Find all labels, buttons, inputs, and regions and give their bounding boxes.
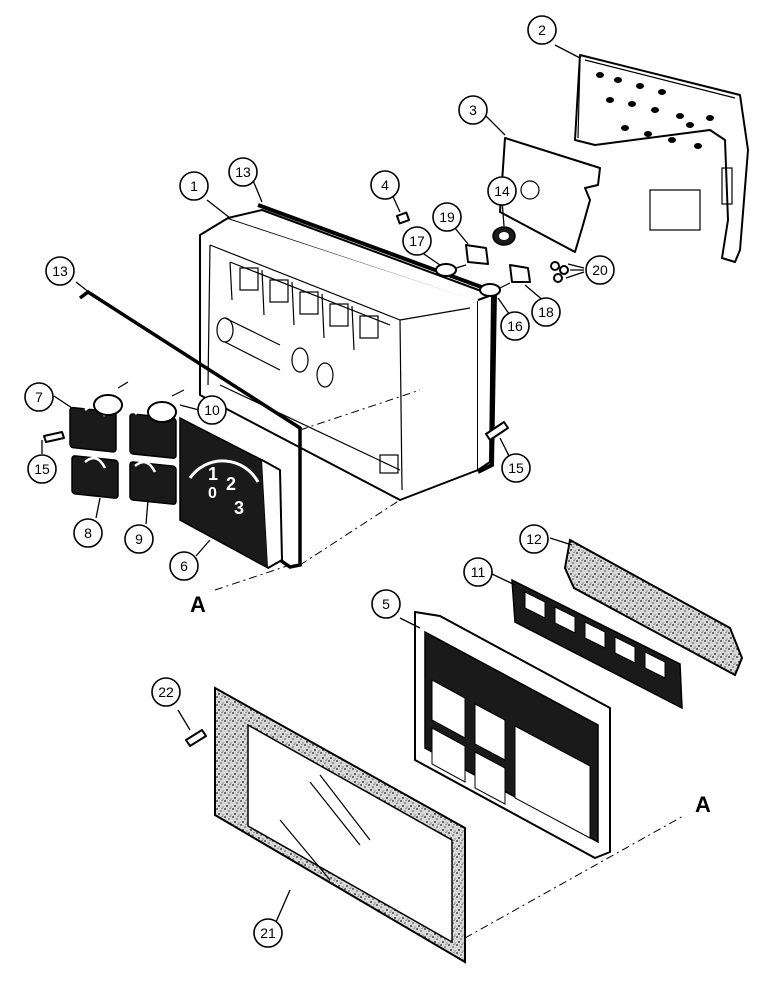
callout-15-left: 15: [27, 454, 57, 484]
callout-17-label: 17: [409, 233, 425, 249]
housing-gasket: [257, 203, 498, 474]
callout-15-right-label: 15: [508, 460, 524, 476]
glass-panel: [214, 686, 466, 964]
foam-pad: [563, 538, 744, 677]
callout-15-left-label: 15: [34, 461, 50, 477]
callout-18: 18: [531, 297, 561, 327]
bulb-and-socket-parts: [395, 211, 569, 297]
callout-10: 10: [197, 395, 227, 425]
callout-3-label: 3: [469, 102, 477, 118]
reference-line-right: [464, 814, 686, 939]
reference-line-left: [214, 564, 291, 591]
callout-5: 5: [371, 589, 401, 619]
callout-6: 6: [169, 551, 199, 581]
callout-22: 22: [151, 677, 181, 707]
callout-6-label: 6: [180, 558, 188, 574]
callout-14: 14: [487, 176, 517, 206]
alignment-lines: [299, 389, 421, 566]
callout-5-label: 5: [382, 596, 390, 612]
tach-dial-2: 2: [226, 474, 236, 494]
tach-dial-3: 3: [234, 498, 244, 518]
callout-8: 8: [73, 518, 103, 548]
lens-frame: [511, 578, 683, 710]
screws: [43, 421, 509, 747]
mounting-plate: [574, 54, 749, 263]
callout-9-label: 9: [135, 531, 143, 547]
tach-dial-0: 0: [208, 485, 217, 502]
callout-7-label: 7: [35, 389, 43, 405]
callout-1: 1: [179, 171, 209, 201]
callout-16-label: 16: [507, 318, 523, 334]
callout-13-top: 13: [228, 157, 258, 187]
callout-20-label: 20: [592, 262, 608, 278]
callout-10-label: 10: [204, 402, 220, 418]
small-gauges: [69, 381, 185, 505]
callout-15-right: 15: [501, 453, 531, 483]
callout-7: 7: [24, 382, 54, 412]
callout-21-label: 21: [260, 925, 276, 941]
bezel-frame: [414, 611, 611, 859]
reference-marker-right: A: [695, 792, 711, 817]
callout-3: 3: [458, 95, 488, 125]
callout-1-label: 1: [190, 178, 198, 194]
callout-17: 17: [402, 226, 432, 256]
callout-16: 16: [500, 311, 530, 341]
callout-11-label: 11: [471, 564, 486, 580]
callout-19-label: 19: [439, 209, 455, 225]
callout-12-label: 12: [526, 531, 542, 547]
callout-2: 2: [527, 15, 557, 45]
callout-2-label: 2: [538, 22, 546, 38]
callout-4: 4: [370, 170, 400, 200]
callout-22-label: 22: [158, 684, 174, 700]
callout-13-top-label: 13: [235, 164, 251, 180]
callout-9: 9: [124, 524, 154, 554]
callout-11: 11: [463, 557, 493, 587]
callout-14-label: 14: [494, 183, 510, 199]
reference-marker-left: A: [190, 592, 206, 617]
tachometer: 1 2 3 0: [179, 416, 283, 570]
tach-dial-1: 1: [208, 464, 218, 484]
callout-13-left-label: 13: [52, 263, 68, 279]
callout-12: 12: [519, 524, 549, 554]
callout-4-label: 4: [381, 177, 389, 193]
gasket-plate: [499, 137, 601, 253]
callout-18-label: 18: [538, 304, 554, 320]
instrument-housing: [199, 209, 493, 501]
callout-8-label: 8: [84, 525, 92, 541]
callout-21: 21: [253, 918, 283, 948]
callout-19: 19: [432, 202, 462, 232]
callout-13-left: 13: [45, 256, 75, 286]
callout-20: 20: [585, 255, 615, 285]
